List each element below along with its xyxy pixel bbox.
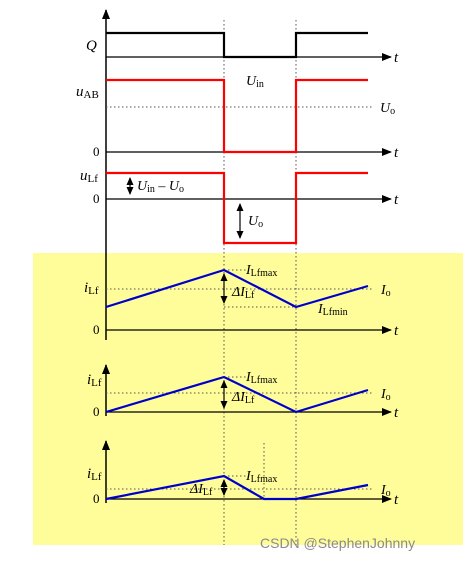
i-max-label-3: ILfmax (245, 469, 277, 485)
i-min-label-1: ILfmin (317, 302, 348, 318)
q-label: Q (86, 38, 97, 54)
i-max-label-2: ILfmax (245, 370, 277, 386)
u-ab-zero: 0 (93, 144, 100, 159)
u-in-label: Uin (246, 74, 264, 90)
i-lf-label-2: iLf (87, 372, 102, 389)
i-lf-t-label-1: t (394, 323, 399, 339)
delta-i-label-3: ΔILf (189, 482, 213, 498)
i-lf-zero-1: 0 (93, 322, 100, 337)
i-lf-trace-2 (105, 375, 369, 414)
io-label-3: Io (380, 483, 391, 499)
i-lf-zero-2: 0 (93, 404, 100, 419)
q-t-label: t (394, 50, 399, 66)
i-lf-label-1: iLf (84, 280, 99, 297)
u-ab-t-label: t (394, 145, 399, 161)
u-ab-label: uAB (76, 84, 99, 101)
i-lf-trace-1 (105, 268, 369, 309)
delta-i-label-2: ΔILf (231, 390, 255, 406)
u-lf-label: uLf (80, 168, 98, 185)
u-lf-trace (106, 171, 368, 245)
io-label-1: Io (380, 283, 391, 299)
i-lf-trace-3 (105, 474, 369, 501)
delta-i-label-1: ΔILf (231, 285, 255, 301)
i-max-label-1: ILfmax (245, 263, 277, 279)
u-lf-t-label: t (394, 192, 399, 208)
watermark: CSDN @StephenJohnny (260, 535, 415, 551)
uin-minus-uo-label: Uin – Uo (137, 179, 184, 195)
i-lf-t-label-3: t (394, 492, 399, 508)
uo-arrow-label: Uo (248, 214, 263, 230)
io-label-2: Io (380, 387, 391, 403)
u-ab-trace (106, 78, 368, 154)
gate-signal-trace (106, 31, 368, 59)
u-o-label: Uo (380, 101, 395, 117)
u-lf-zero: 0 (93, 191, 100, 206)
i-lf-t-label-2: t (394, 405, 399, 421)
i-lf-label-3: iLf (87, 466, 102, 483)
i-lf-zero-3: 0 (93, 491, 100, 506)
